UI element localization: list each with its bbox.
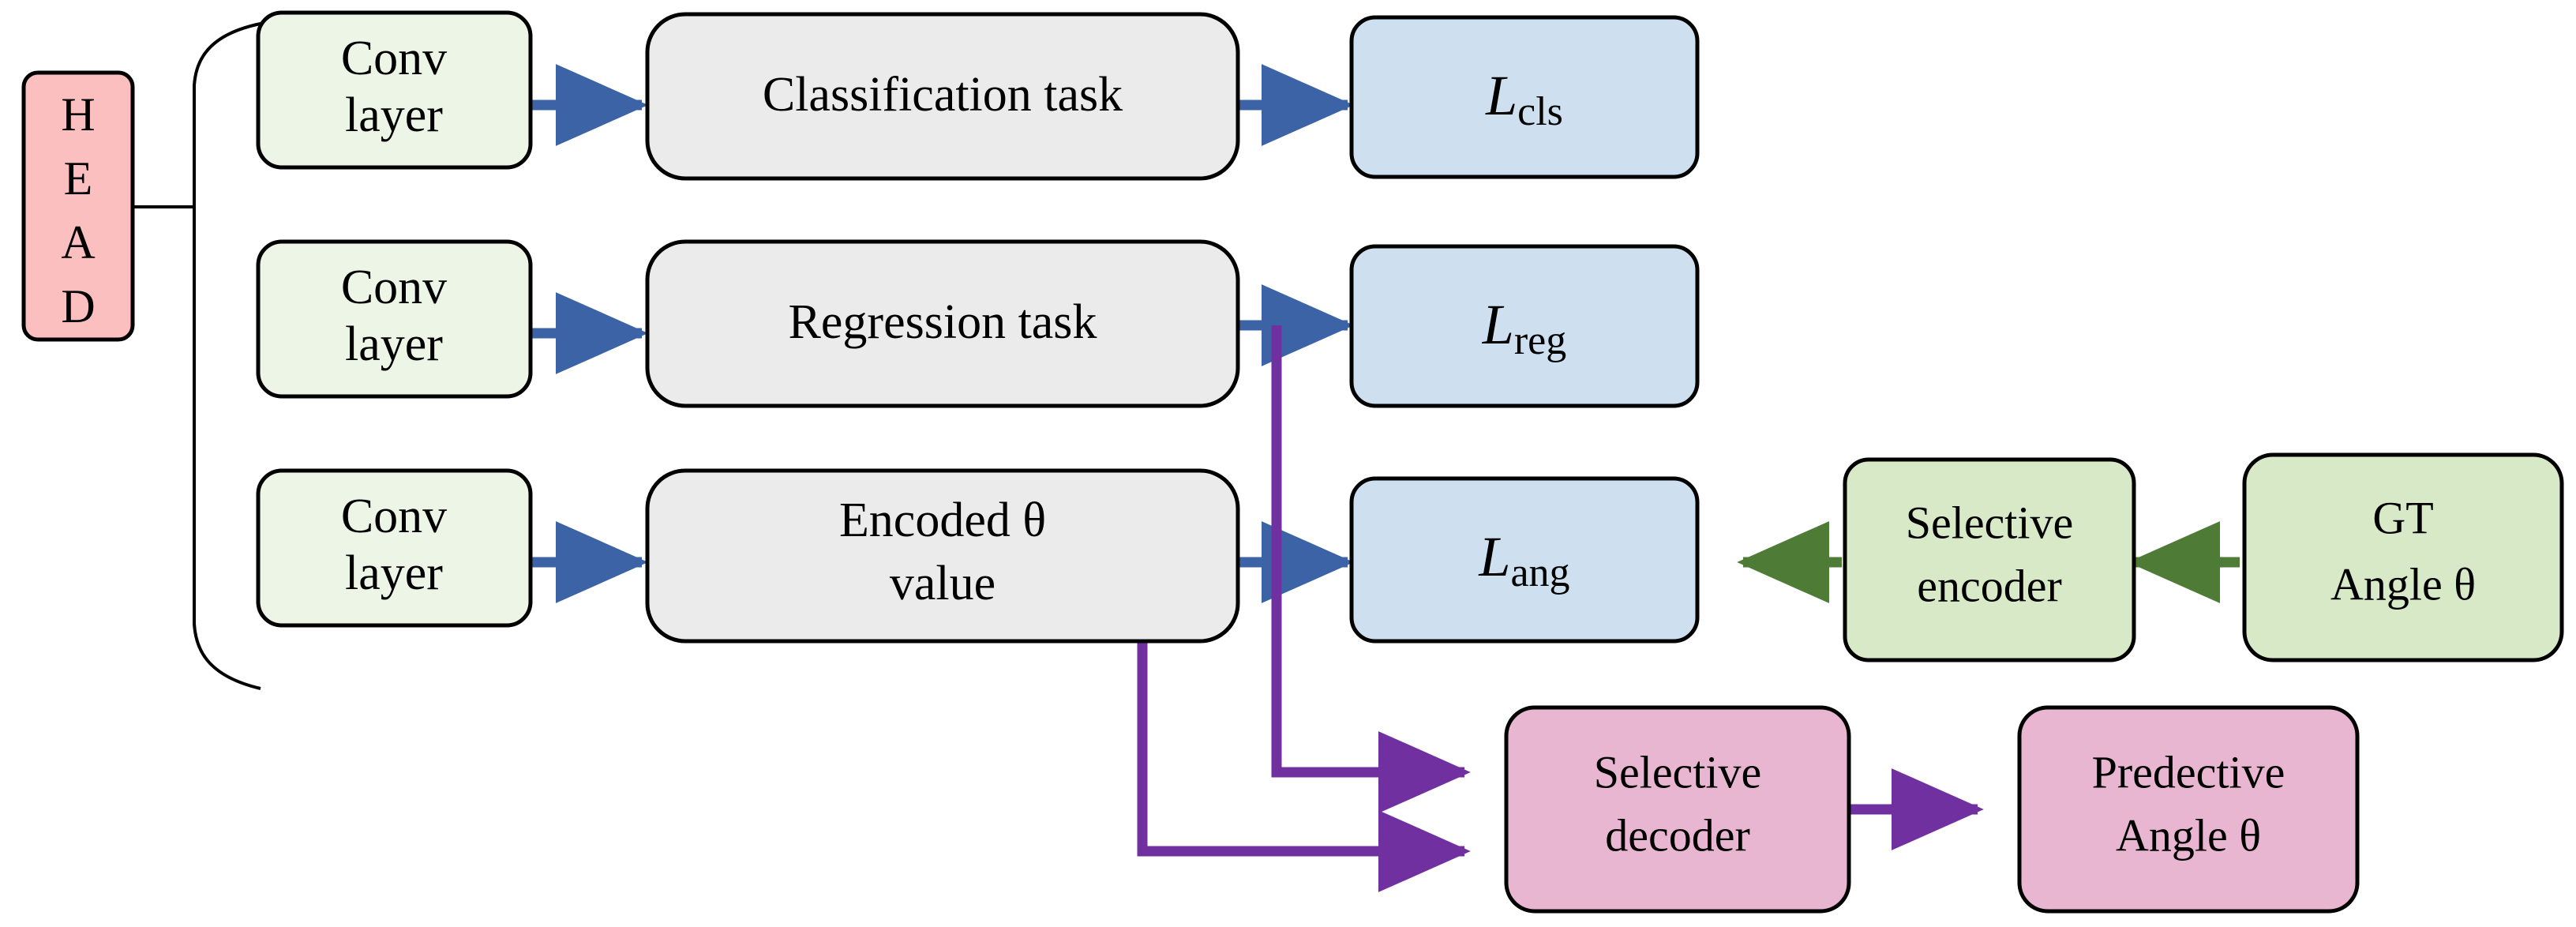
head-letter-a: A	[61, 216, 95, 268]
loss-reg-subscript: reg	[1514, 318, 1566, 363]
node-gt-angle[interactable]: GT Angle θ	[2242, 452, 2564, 662]
node-encoded-theta-value[interactable]: Encoded θ value	[645, 468, 1240, 644]
head-letter-d: D	[61, 280, 95, 332]
edge-head-to-branches	[133, 22, 261, 690]
node-predective-angle[interactable]: Predective Angle θ	[2017, 705, 2360, 914]
node-conv-layer-1[interactable]: Conv layer	[256, 10, 533, 170]
classification-task-label: Classification task	[763, 68, 1123, 122]
loss-cls-label: Lcls	[1485, 64, 1563, 134]
selective-encoder-line-1: Selective	[1906, 497, 2074, 548]
node-classification-task[interactable]: Classification task	[645, 12, 1240, 181]
head-letter-e: E	[64, 152, 93, 205]
head-letter-h: H	[61, 88, 95, 141]
conv-layer-2-line-2: layer	[345, 317, 443, 371]
node-conv-layer-2[interactable]: Conv layer	[256, 239, 533, 399]
predective-angle-line-2: Angle θ	[2116, 809, 2261, 861]
gt-angle-line-1: GT	[2372, 492, 2433, 543]
node-loss-ang[interactable]: Lang	[1349, 476, 1700, 644]
selective-encoder-line-2: encoder	[1917, 560, 2062, 611]
conv-layer-2-line-1: Conv	[341, 261, 447, 314]
loss-reg-label: Lreg	[1482, 293, 1566, 363]
predective-angle-line-1: Predective	[2092, 746, 2285, 798]
conv-layer-3-line-2: layer	[345, 546, 443, 600]
loss-ang-symbol: L	[1478, 525, 1510, 588]
conv-layer-1-line-2: layer	[345, 88, 443, 142]
loss-reg-symbol: L	[1482, 293, 1514, 356]
loss-cls-subscript: cls	[1517, 89, 1563, 134]
node-conv-layer-3[interactable]: Conv layer	[256, 468, 533, 628]
loss-ang-label: Lang	[1478, 525, 1569, 595]
loss-cls-symbol: L	[1485, 64, 1517, 127]
node-selective-decoder[interactable]: Selective decoder	[1504, 705, 1851, 914]
encoded-theta-line-1: Encoded θ	[839, 494, 1046, 547]
node-loss-cls[interactable]: Lcls	[1349, 15, 1700, 179]
conv-layer-1-line-1: Conv	[341, 32, 447, 85]
selective-decoder-line-2: decoder	[1605, 809, 1750, 861]
edge-encoded-theta-to-selective-decoder	[1137, 641, 1471, 892]
node-head[interactable]: H E A D	[21, 70, 135, 342]
conv-layer-3-line-1: Conv	[341, 490, 447, 543]
selective-decoder-line-1: Selective	[1594, 746, 1762, 798]
node-regression-task[interactable]: Regression task	[645, 239, 1240, 408]
regression-task-label: Regression task	[789, 295, 1097, 349]
edge-regression-to-selective-decoder	[1271, 325, 1471, 813]
gt-angle-line-2: Angle θ	[2330, 558, 2476, 610]
node-selective-encoder[interactable]: Selective encoder	[1843, 457, 2136, 662]
node-loss-reg[interactable]: Lreg	[1349, 244, 1700, 408]
loss-ang-subscript: ang	[1510, 550, 1569, 595]
encoded-theta-line-2: value	[890, 557, 996, 610]
